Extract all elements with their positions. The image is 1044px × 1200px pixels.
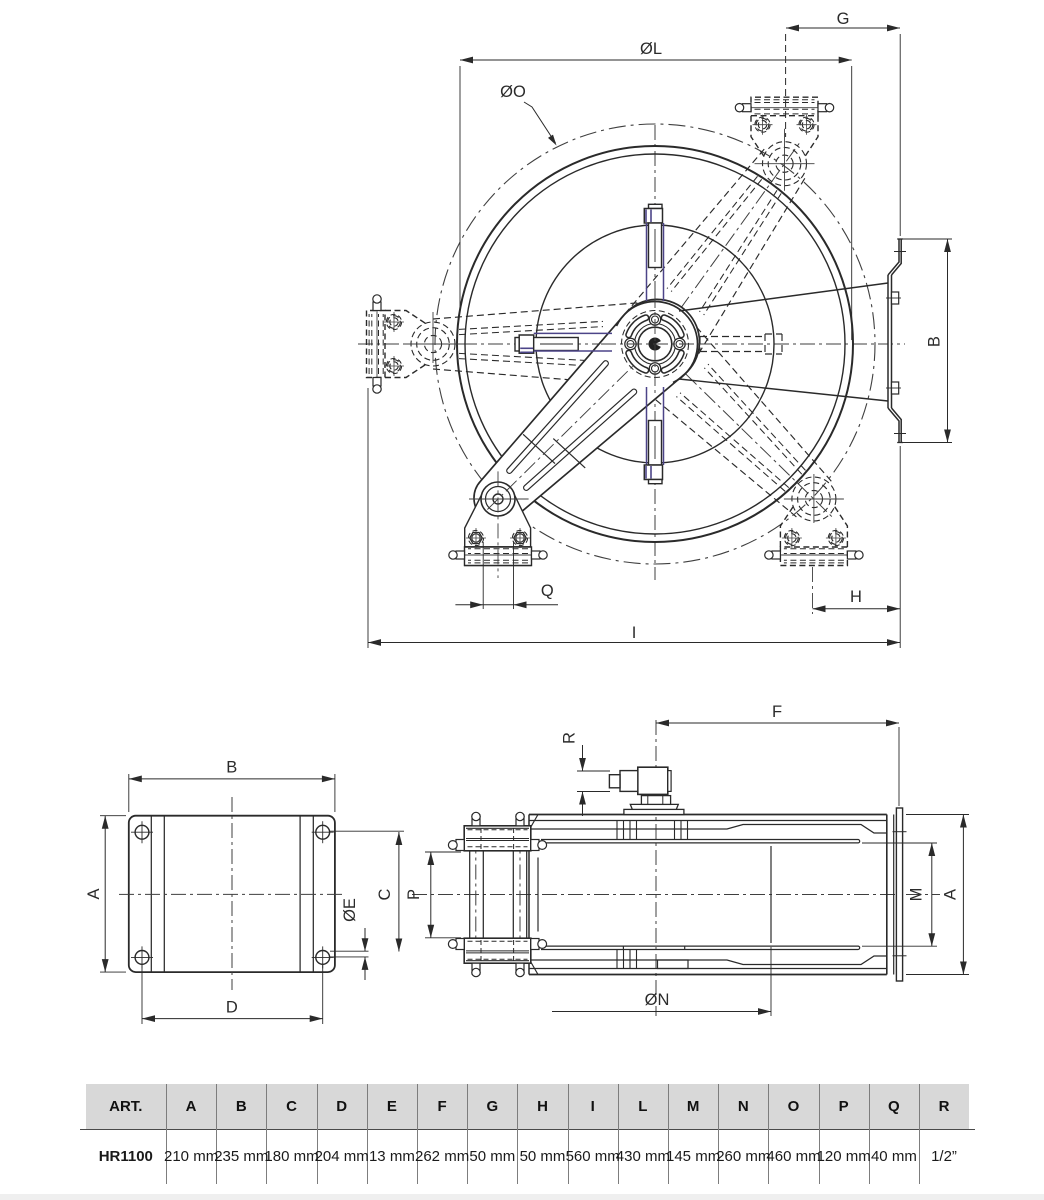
svg-text:B: B <box>226 759 237 777</box>
svg-text:M: M <box>908 888 926 902</box>
svg-text:P: P <box>405 889 423 900</box>
svg-text:Q: Q <box>541 582 554 600</box>
svg-text:H: H <box>850 588 862 606</box>
svg-text:ØN: ØN <box>645 991 670 1009</box>
svg-text:C: C <box>376 888 394 900</box>
svg-text:A: A <box>942 889 960 900</box>
svg-text:ØE: ØE <box>341 898 359 922</box>
svg-text:ØL: ØL <box>640 40 662 58</box>
svg-text:R: R <box>561 732 579 744</box>
svg-text:B: B <box>926 336 944 347</box>
svg-text:F: F <box>772 703 782 721</box>
svg-text:D: D <box>226 999 238 1017</box>
svg-text:I: I <box>632 624 637 642</box>
svg-text:G: G <box>837 10 850 28</box>
svg-text:A: A <box>85 888 103 899</box>
svg-text:ØO: ØO <box>500 83 526 101</box>
